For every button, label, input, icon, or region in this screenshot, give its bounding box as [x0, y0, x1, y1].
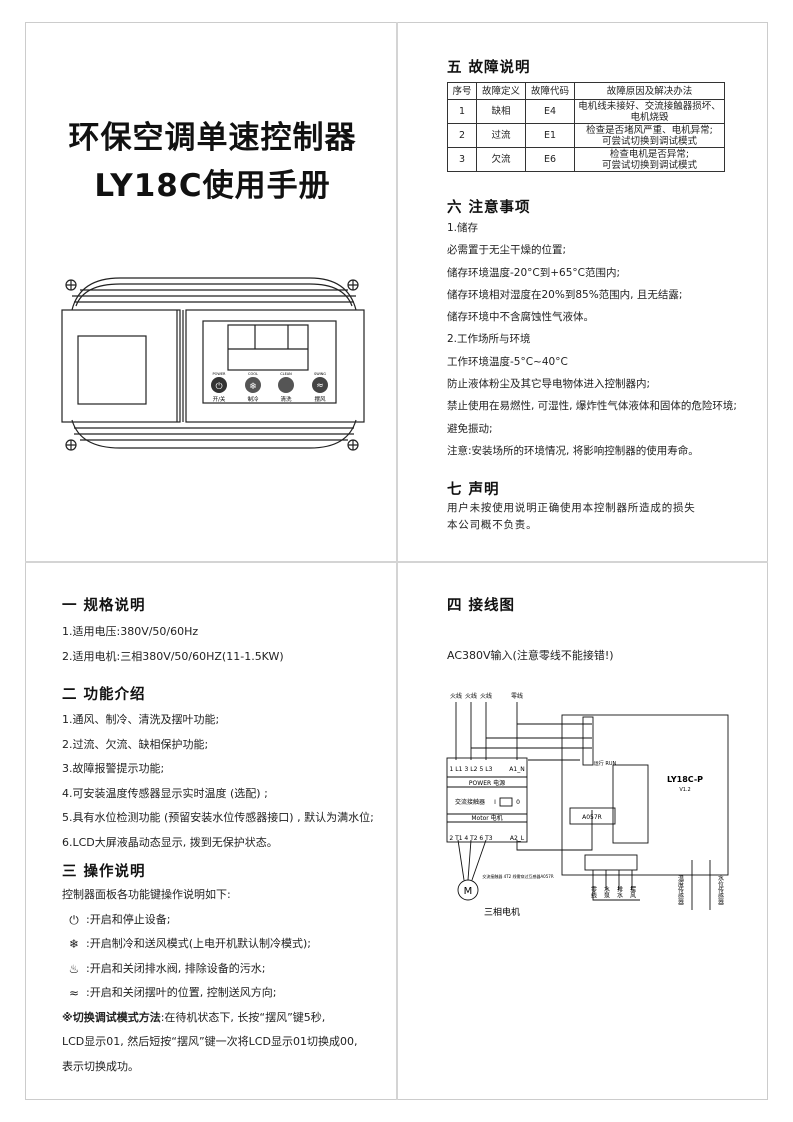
svg-text:2 T1: 2 T1 — [449, 835, 462, 842]
functions-heading: 二 功能介绍 — [62, 687, 146, 703]
svg-text:三相电机: 三相电机 — [484, 906, 520, 918]
wiring-diagram: 火线 火线 火线 零线 1 L1 3 L2 5 L3 A1_N POWER 电源… — [446, 692, 729, 918]
device-button-swing: ≈ — [312, 377, 328, 393]
manual-subtitle: LY18C使用手册 — [94, 168, 331, 204]
svg-text:摆风: 摆风 — [629, 885, 636, 899]
svg-text:❄: ❄ — [249, 382, 257, 392]
svg-text:交流接触器 4T2 线需穿过互感器A057R: 交流接触器 4T2 线需穿过互感器A057R — [482, 873, 553, 879]
controller-illustration: ⏻ ❄ ≈ 开/关 制冷 清洗 摆风 POWER COOL CLEAN SWIN… — [61, 277, 365, 451]
svg-text:4 T2: 4 T2 — [464, 835, 477, 842]
svg-text:火线: 火线 — [465, 692, 477, 700]
svg-text:6 T3: 6 T3 — [479, 835, 492, 842]
fold-line-horizontal — [25, 561, 768, 563]
statement-body: 用户未按使用说明正确使用本控制器所造成的损失本公司概不负责。 — [447, 502, 696, 531]
svg-text:CLEAN: CLEAN — [280, 372, 292, 376]
svg-text:M: M — [464, 886, 473, 897]
power-icon: ⏻ — [69, 912, 79, 927]
svg-text:火线: 火线 — [450, 692, 462, 700]
svg-text:≈: ≈ — [316, 381, 324, 391]
device-label-swing: 摆风 — [314, 395, 326, 403]
svg-text:水泵: 水泵 — [603, 885, 610, 898]
svg-text:A2_L: A2_L — [510, 835, 525, 842]
svg-text:I: I — [494, 799, 496, 806]
svg-text:LY18C-P: LY18C-P — [667, 775, 703, 784]
svg-text:水位传感器: 水位传感器 — [717, 874, 724, 906]
device-label-cool: 制冷 — [247, 395, 259, 403]
svg-text:5 L3: 5 L3 — [480, 766, 493, 773]
device-label-power: 开/关 — [213, 395, 226, 403]
svg-text:Motor 电机: Motor 电机 — [471, 814, 502, 822]
fault-heading: 五 故障说明 — [447, 60, 531, 76]
svg-text:零线: 零线 — [590, 886, 597, 898]
notes-body: 1.储存必需置于无尘干燥的位置;储存环境温度-20°C到+65°C范围内; 储存… — [447, 222, 737, 457]
wiring-heading: 四 接线图 — [447, 598, 516, 614]
svg-text:1 L1: 1 L1 — [450, 766, 463, 773]
drain-icon: ♨ — [68, 961, 80, 976]
svg-text:交流接触器: 交流接触器 — [455, 798, 485, 806]
svg-text:排水: 排水 — [616, 885, 623, 898]
device-button-cool: ❄ — [245, 377, 261, 393]
svg-text:温度传感器: 温度传感器 — [677, 874, 684, 906]
device-button-power: ⏻ — [211, 377, 227, 393]
manual-title: 环保空调单速控制器 — [68, 120, 357, 156]
svg-text:POWER: POWER — [213, 372, 227, 376]
statement-heading: 七 声明 — [447, 482, 500, 498]
svg-text:零线: 零线 — [511, 692, 523, 700]
device-button-clean — [278, 377, 294, 393]
svg-text:A057R: A057R — [582, 814, 602, 821]
svg-text:A1_N: A1_N — [509, 766, 524, 773]
functions-body: 1.通风、制冷、清洗及摆叶功能;2.过流、欠流、缺相保护功能;3.故障报警提示功… — [62, 713, 374, 849]
svg-text:运行 RUN: 运行 RUN — [594, 760, 617, 767]
svg-text:火线: 火线 — [480, 692, 492, 700]
device-label-clean: 清洗 — [280, 395, 292, 403]
operation-heading: 三 操作说明 — [62, 864, 146, 880]
wiring-note: AC380V输入(注意零线不能接错!) — [447, 649, 614, 662]
svg-text:⏻: ⏻ — [215, 381, 222, 392]
svg-text:0: 0 — [516, 799, 520, 806]
specs-heading: 一 规格说明 — [62, 598, 146, 614]
svg-text:3 L2: 3 L2 — [465, 766, 478, 773]
snowflake-icon: ❄ — [68, 937, 80, 951]
svg-text:V1.2: V1.2 — [679, 787, 690, 793]
svg-text:SWING: SWING — [314, 372, 326, 376]
swing-icon: ≈ — [68, 986, 80, 1000]
notes-heading: 六 注意事项 — [447, 200, 531, 216]
svg-text:POWER 电源: POWER 电源 — [469, 779, 505, 787]
svg-text:COOL: COOL — [248, 372, 258, 376]
operation-body: 控制器面板各功能键操作说明如下: ⏻:开启和停止设备; ❄:开启制冷和送风模式(… — [62, 888, 358, 1073]
